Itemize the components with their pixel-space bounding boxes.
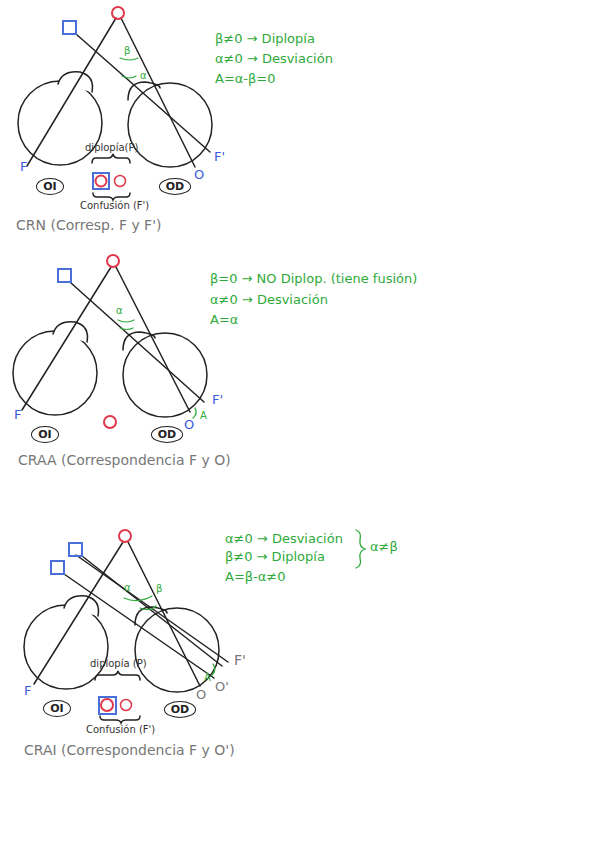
angle: A	[204, 672, 211, 684]
note: A=α-β=0	[215, 72, 276, 87]
eye-name: OD	[166, 180, 184, 193]
eye-name: OI	[50, 702, 63, 715]
eye-label-ellipse: OD	[164, 701, 196, 718]
point: O'	[215, 680, 229, 695]
point: O	[184, 418, 194, 433]
angle: β	[156, 583, 162, 595]
note: α≠β	[370, 540, 398, 555]
bracket-label: Confusión (F')	[86, 724, 155, 736]
note: β=0 → NO Diplop. (tiene fusión)	[210, 272, 417, 287]
bracket-label: Confusión (F')	[80, 200, 149, 212]
caption: CRAI (Correspondencia F y O')	[24, 742, 235, 758]
point: O	[194, 168, 204, 183]
point: O	[196, 688, 206, 703]
note: A=α	[210, 313, 238, 328]
note: β≠0 → Diplopía	[215, 32, 315, 47]
point: F	[24, 684, 31, 699]
eye-name: OD	[158, 428, 176, 441]
bracket-label: diplopía(P)	[85, 142, 138, 154]
eye-label-ellipse: OI	[36, 178, 63, 195]
note: β≠0 → Diplopía	[225, 550, 325, 565]
eye-label-ellipse: OI	[43, 700, 70, 717]
point: F'	[214, 150, 225, 165]
eye-name: OD	[171, 703, 189, 716]
point: F	[20, 160, 27, 175]
eye-label-ellipse: OD	[159, 178, 191, 195]
eye-label-ellipse: OI	[31, 426, 58, 443]
caption: CRAA (Correspondencia F y O)	[18, 452, 231, 468]
point: F'	[212, 393, 223, 408]
note: α≠0 → Desviación	[210, 293, 328, 308]
eye-name: OI	[43, 180, 56, 193]
eye-label-ellipse: OD	[151, 426, 183, 443]
point: F	[14, 408, 21, 423]
angle: β	[124, 45, 130, 57]
eye-name: OI	[38, 428, 51, 441]
angle: α	[124, 582, 131, 594]
note: α≠0 → Desviación	[215, 52, 333, 67]
note: A=β-α≠0	[225, 570, 286, 585]
bracket-label: diplopía (P)	[90, 658, 147, 670]
note: α≠0 → Desviación	[225, 532, 343, 547]
caption: CRN (Corresp. F y F')	[16, 217, 161, 233]
angle: α	[116, 305, 123, 317]
point: F'	[234, 652, 246, 668]
angle: A	[200, 410, 207, 422]
angle: α	[140, 70, 147, 82]
